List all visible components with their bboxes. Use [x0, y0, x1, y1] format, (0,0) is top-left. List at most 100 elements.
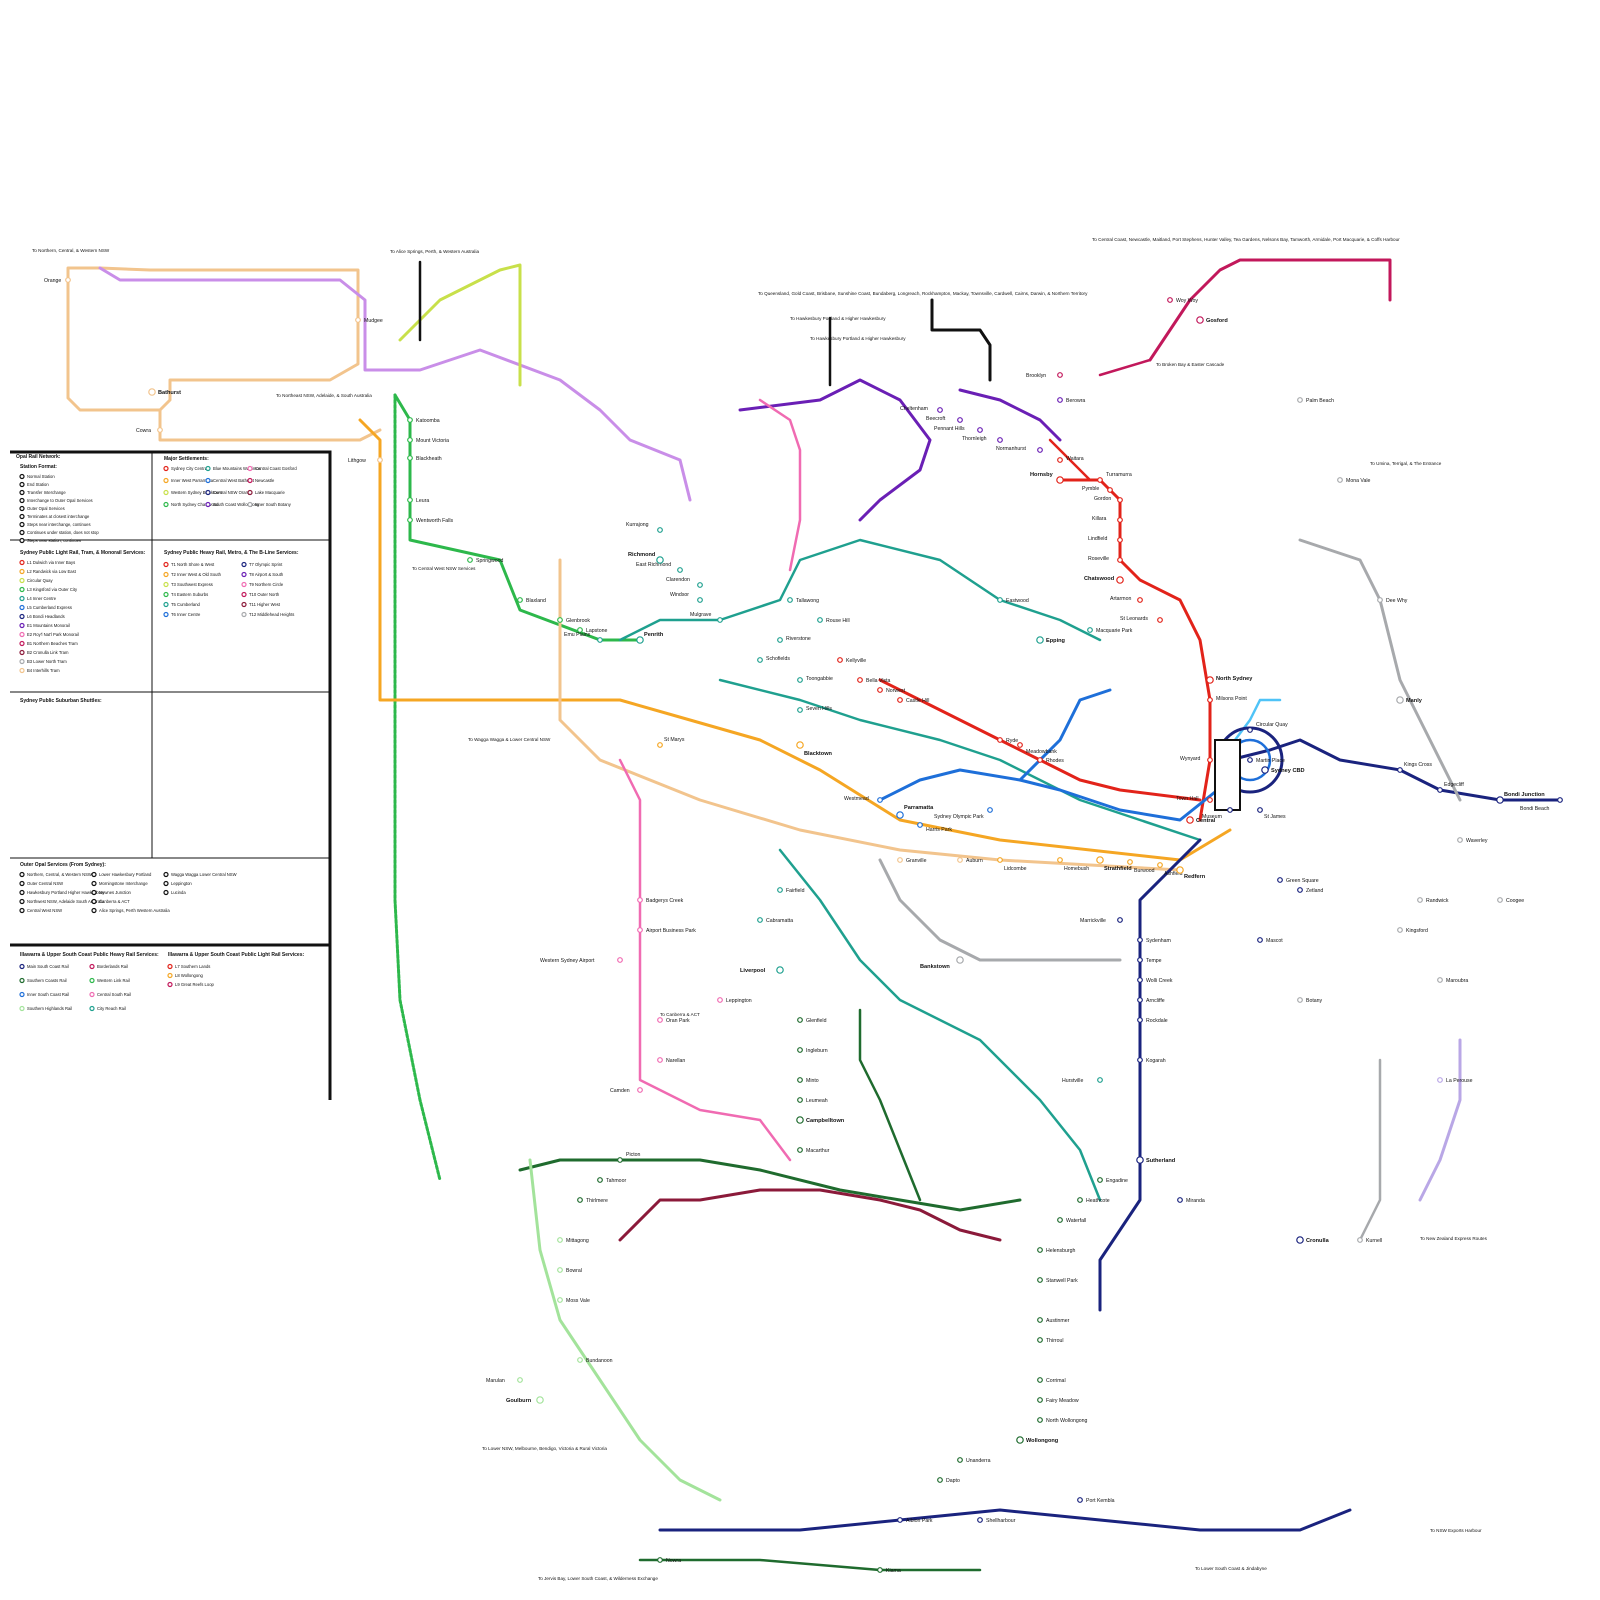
station-engadine[interactable]: Engadine [1097, 1177, 1128, 1184]
station-helensburgh[interactable]: Helensburgh [1037, 1247, 1076, 1254]
station-rhodes[interactable]: Rhodes [1037, 757, 1065, 764]
station-thornleigh[interactable]: Thornleigh [962, 436, 1003, 443]
station-orange[interactable]: Orange [44, 277, 71, 284]
station-mudgee[interactable]: Mudgee [355, 317, 383, 324]
station-seven-hills[interactable]: Seven Hills [797, 706, 833, 713]
station-mulgrave[interactable]: Mulgrave [690, 612, 723, 623]
station-strathfield[interactable]: Strathfield [1096, 856, 1132, 872]
station-waverley[interactable]: Waverley [1457, 837, 1488, 844]
station-miranda[interactable]: Miranda [1177, 1197, 1205, 1204]
station-hornsby[interactable]: Hornsby [1030, 472, 1064, 484]
station-roseville[interactable]: Roseville [1088, 556, 1123, 563]
station-blaxland[interactable]: Blaxland [517, 597, 546, 604]
station-mascot[interactable]: Mascot [1257, 937, 1284, 944]
station-stanwell-park[interactable]: Stanwell Park [1037, 1277, 1078, 1284]
station-normanhurst[interactable]: Normanhurst [996, 446, 1043, 453]
station-mittagong[interactable]: Mittagong [557, 1237, 589, 1244]
station-leumeah[interactable]: Leumeah [797, 1097, 828, 1104]
station-campbelltown[interactable]: Campbelltown [796, 1116, 845, 1124]
station-botany[interactable]: Botany [1297, 997, 1323, 1004]
station-epping[interactable]: Epping [1036, 636, 1066, 644]
station-kiama[interactable]: Kiama [877, 1567, 901, 1574]
station-granville[interactable]: Granville [897, 857, 927, 864]
station-milsons-point[interactable]: Milsons Point [1207, 696, 1248, 703]
station-wynyard[interactable]: Wynyard [1180, 756, 1213, 763]
station-bankstown[interactable]: Bankstown [920, 956, 964, 970]
station-heathcote[interactable]: Heathcote [1077, 1197, 1110, 1204]
station-leura[interactable]: Leura [407, 497, 430, 504]
station-corrimal[interactable]: Corrimal [1037, 1377, 1066, 1384]
station-sydney-cbd[interactable]: Sydney CBD [1261, 766, 1305, 774]
station-shellharbour[interactable]: Shellharbour [977, 1517, 1016, 1524]
station-oran-park[interactable]: Oran Park [657, 1017, 690, 1024]
station-tahmoor[interactable]: Tahmoor [597, 1177, 627, 1184]
station-coogee[interactable]: Coogee [1497, 897, 1525, 904]
station-waterfall[interactable]: Waterfall [1057, 1217, 1087, 1224]
station-arncliffe[interactable]: Arncliffe [1137, 997, 1165, 1004]
station-town-hall[interactable]: Town Hall [1176, 796, 1213, 803]
station-lidcombe[interactable]: Lidcombe [997, 857, 1027, 872]
station-windsor[interactable]: Windsor [670, 592, 703, 603]
station-bondi-junction[interactable]: Bondi Junction [1496, 792, 1545, 804]
station-tallawong[interactable]: Tallawong [787, 597, 819, 604]
station-toongabbie[interactable]: Toongabbie [797, 676, 833, 683]
station-burwood[interactable]: Burwood [1127, 859, 1155, 874]
station-dapto[interactable]: Dapto [937, 1477, 960, 1484]
station-fairy-meadow[interactable]: Fairy Meadow [1037, 1397, 1079, 1404]
station-ashfield[interactable]: Ashfield [1157, 862, 1183, 877]
station-moss-vale[interactable]: Moss Vale [557, 1297, 590, 1304]
station-st-marys[interactable]: St Marys [657, 737, 685, 748]
station-central[interactable]: Central [1186, 816, 1216, 824]
station-liverpool[interactable]: Liverpool [740, 966, 784, 974]
station-richmond[interactable]: Richmond [628, 552, 664, 564]
station-kogarah[interactable]: Kogarah [1137, 1057, 1166, 1064]
station-tempe[interactable]: Tempe [1137, 957, 1162, 964]
station-port-kembla[interactable]: Port Kembla [1077, 1497, 1115, 1504]
station-schofields[interactable]: Schofields [757, 656, 791, 663]
station-western-sydney-airport[interactable]: Western Sydney Airport [540, 957, 623, 964]
station-waitara[interactable]: Waitara [1057, 456, 1084, 463]
station-springwood[interactable]: Springwood [467, 557, 504, 564]
station-norwest[interactable]: Norwest [877, 687, 906, 694]
station-wolli-creek[interactable]: Wolli Creek [1137, 977, 1173, 984]
station-museum[interactable]: Museum [1202, 807, 1233, 820]
station-mount-victoria[interactable]: Mount Victoria [407, 437, 449, 444]
station-randwick[interactable]: Randwick [1417, 897, 1449, 904]
station-cronulla[interactable]: Cronulla [1296, 1236, 1330, 1244]
station-chatswood[interactable]: Chatswood [1084, 576, 1124, 584]
station-st-leonards[interactable]: St Leonards [1120, 616, 1163, 623]
station-camden[interactable]: Camden [610, 1087, 643, 1094]
station-badgerys-creek[interactable]: Badgerys Creek [637, 897, 684, 904]
station-marulan[interactable]: Marulan [486, 1377, 523, 1384]
station-glenbrook[interactable]: Glenbrook [557, 617, 591, 624]
station-bathurst[interactable]: Bathurst [148, 388, 181, 396]
station-fairfield[interactable]: Fairfield [777, 887, 805, 894]
station-dee-why[interactable]: Dee Why [1377, 597, 1408, 604]
station-green-square[interactable]: Green Square [1277, 877, 1319, 884]
station-kurnell[interactable]: Kurnell [1357, 1237, 1382, 1244]
station-wentworth-falls[interactable]: Wentworth Falls [407, 517, 454, 524]
station-rockdale[interactable]: Rockdale [1137, 1017, 1168, 1024]
station-clarendon[interactable]: Clarendon [666, 577, 703, 588]
station-la-perouse[interactable]: La Perouse [1437, 1077, 1473, 1084]
station-maroubra[interactable]: Maroubra [1437, 977, 1469, 984]
station-minto[interactable]: Minto [797, 1077, 819, 1084]
station-picton[interactable]: Picton [617, 1152, 641, 1163]
station-east-richmond[interactable]: East Richmond [636, 562, 683, 573]
station-kings-cross[interactable]: Kings Cross [1397, 762, 1433, 773]
station-artarmon[interactable]: Artarmon [1110, 596, 1143, 603]
station-woy-woy[interactable]: Woy Woy [1167, 297, 1199, 304]
station-turramurra[interactable]: Turramurra [1097, 472, 1132, 483]
station-bowral[interactable]: Bowral [557, 1267, 582, 1274]
station-olympic-park[interactable]: Sydney Olympic Park [934, 807, 993, 820]
station-circular-quay[interactable]: Circular Quay [1247, 722, 1288, 733]
station-edgecliff[interactable]: Edgecliff [1437, 782, 1465, 793]
station-nowra[interactable]: Nowra [657, 1557, 681, 1564]
station-beecroft[interactable]: Beecroft [926, 416, 963, 423]
station-eastwood[interactable]: Eastwood [997, 597, 1029, 604]
station-narellan[interactable]: Narellan [657, 1057, 686, 1064]
station-bondi-beach[interactable]: Bondi Beach [1520, 797, 1563, 812]
station-thirroul[interactable]: Thirroul [1037, 1337, 1064, 1344]
station-cabramatta[interactable]: Cabramatta [757, 917, 794, 924]
station-katoomba[interactable]: Katoomba [407, 417, 440, 424]
